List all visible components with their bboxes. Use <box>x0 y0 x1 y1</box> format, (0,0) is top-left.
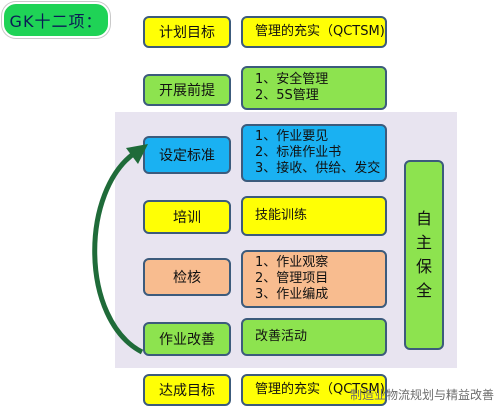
detail-line: 1、作业要见 <box>255 129 329 144</box>
side-char: 主 <box>415 233 432 252</box>
detail-prerequisite: 1、安全管理 2、5S管理 <box>241 66 387 110</box>
detail-set-standard: 1、作业要见 2、标准作业书 3、接收、供给、发交 <box>241 124 387 182</box>
detail-line: 改善活动 <box>255 329 308 344</box>
detail-plan-target: 管理的充实（QCTSM) <box>241 16 387 48</box>
watermark: 制造业物流规划与精益改善 <box>350 388 495 402</box>
detail-line: 3、作业编成 <box>255 287 329 302</box>
step-plan-target: 计划目标 <box>143 16 231 48</box>
diagram-title: GK十二项： <box>2 2 110 38</box>
side-char: 全 <box>415 281 432 300</box>
step-prerequisite: 开展前提 <box>143 74 231 106</box>
detail-line: 1、安全管理 <box>255 72 329 87</box>
detail-line: 管理的充实（QCTSM) <box>255 24 385 39</box>
detail-achieve-target: 管理的充实（QCTSM) <box>241 374 387 406</box>
detail-line: 管理的充实（QCTSM) <box>255 382 385 397</box>
detail-training: 技能训练 <box>241 196 387 236</box>
step-achieve-target: 达成目标 <box>143 374 231 406</box>
detail-line: 技能训练 <box>255 208 308 223</box>
side-char: 保 <box>415 257 432 276</box>
detail-line: 3、接收、供给、发交 <box>255 161 381 176</box>
detail-inspection: 1、作业观察 2、管理项目 3、作业编成 <box>241 250 387 308</box>
cycle-arrow-icon <box>92 144 148 355</box>
step-set-standard: 设定标准 <box>143 136 231 174</box>
autonomous-maintenance-column: 自 主 保 全 <box>404 160 444 350</box>
step-work-improvement: 作业改善 <box>143 322 231 356</box>
detail-line: 1、作业观察 <box>255 255 329 270</box>
step-training: 培训 <box>143 200 231 234</box>
detail-line: 2、5S管理 <box>255 88 319 103</box>
side-char: 自 <box>415 209 432 228</box>
detail-line: 2、标准作业书 <box>255 145 342 160</box>
detail-line: 2、管理项目 <box>255 271 329 286</box>
step-inspection: 检核 <box>143 258 231 296</box>
detail-work-improvement: 改善活动 <box>241 318 387 356</box>
